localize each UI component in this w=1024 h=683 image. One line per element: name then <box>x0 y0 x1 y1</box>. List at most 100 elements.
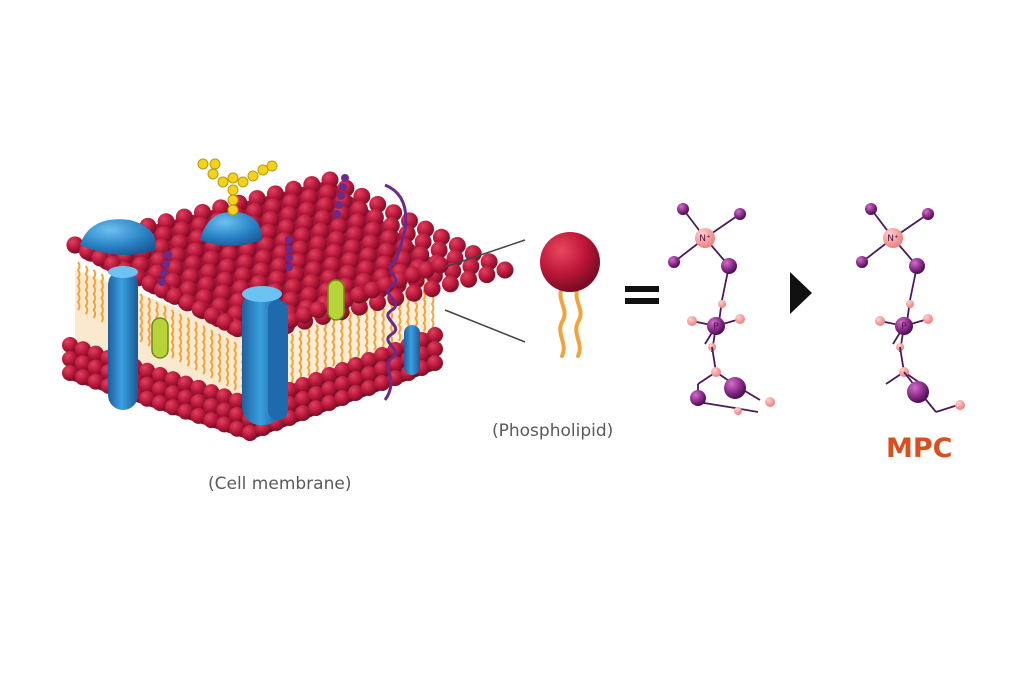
lipid-head <box>417 220 434 238</box>
lipid-head <box>310 235 327 253</box>
lipid-head <box>308 386 325 402</box>
lipid-head <box>448 237 466 254</box>
lipid-head <box>282 193 300 211</box>
lipid-head <box>301 189 318 206</box>
lipid-head <box>334 362 351 378</box>
purple-chain-3 <box>285 236 293 271</box>
oxygen-atom <box>718 300 726 308</box>
lipid-head <box>184 255 202 273</box>
lipid-head <box>179 294 196 312</box>
lipid-head <box>266 185 284 203</box>
lipid-head <box>203 384 220 401</box>
lipid-head <box>164 371 181 388</box>
lipid-head <box>387 289 405 307</box>
lipid-head <box>316 197 334 215</box>
lipid-head <box>380 229 398 247</box>
lipid-head <box>334 390 351 406</box>
cell-membrane-illustration <box>62 158 514 441</box>
lipid-head <box>221 246 239 263</box>
lipid-head <box>294 391 311 407</box>
lipid-head <box>332 205 350 223</box>
arrow-right-icon <box>790 272 812 314</box>
lipid-head <box>308 372 325 388</box>
lipid-head <box>462 258 480 275</box>
lipid-tail <box>364 304 369 355</box>
oxygen-atom <box>687 316 697 326</box>
purple-chain-1 <box>333 174 349 218</box>
lipid-head <box>344 239 362 257</box>
lipid-head <box>480 253 498 271</box>
methyl-atom <box>668 256 680 268</box>
lipid-tail <box>233 341 237 391</box>
lipid-head <box>190 407 207 424</box>
lipid-head <box>237 254 255 272</box>
lipid-head <box>175 208 193 226</box>
lipid-head <box>444 262 462 280</box>
lipid-head <box>234 267 252 284</box>
lipid-head <box>334 376 351 392</box>
lipid-head <box>155 226 173 244</box>
callout-line-bottom <box>444 309 526 343</box>
lipid-head <box>363 281 381 299</box>
lipid-head <box>66 236 84 254</box>
mpc-caption: MPC <box>886 433 953 464</box>
lipid-head <box>323 256 341 274</box>
lipid-head <box>212 199 230 217</box>
lipid-head <box>153 238 170 256</box>
lipid-tail <box>356 308 361 358</box>
methyl-atom <box>865 203 877 215</box>
lipid-head <box>321 395 338 411</box>
lipid-head <box>431 256 449 274</box>
lipid-head <box>328 231 346 248</box>
transmembrane-protein-right <box>404 325 420 375</box>
lipid-head <box>239 241 257 259</box>
lipid-tail <box>331 317 336 367</box>
lipid-head <box>194 204 211 221</box>
lipid-tail <box>139 293 144 343</box>
peripheral-protein-left <box>80 219 156 255</box>
lipid-head <box>216 402 233 419</box>
phospholipid-icon <box>540 232 600 358</box>
lipid-head <box>154 281 171 299</box>
oxygen-atom <box>906 300 914 308</box>
oxygen-atom <box>735 314 745 324</box>
lipid-head <box>347 357 364 373</box>
lipid-head <box>374 361 391 377</box>
lipid-head <box>198 276 216 294</box>
lipid-head <box>427 355 443 371</box>
lipid-head <box>62 351 78 367</box>
lipid-head <box>91 249 109 267</box>
lipid-head <box>360 352 377 368</box>
lipid-head <box>200 263 218 281</box>
carbon-atom <box>907 381 929 403</box>
lipid-head <box>464 245 482 263</box>
lipid-head <box>203 250 220 268</box>
lipid-head <box>139 362 156 379</box>
lipid-head <box>74 355 91 372</box>
lipid-head <box>351 200 368 218</box>
nitrogen-label: N⁺ <box>887 234 899 244</box>
lipid-head <box>417 261 435 279</box>
oxygen-atom <box>955 400 965 410</box>
lipid-head <box>360 380 377 396</box>
lipid-head <box>374 375 391 391</box>
lipid-head <box>229 320 246 338</box>
lipid-head <box>295 306 313 324</box>
lipid-head <box>177 375 194 392</box>
lipid-tail <box>225 337 230 387</box>
lipid-head <box>294 377 311 393</box>
lipid-head <box>427 341 443 357</box>
lipid-tail <box>92 269 97 319</box>
lipid-tail <box>323 320 327 370</box>
green-protein-right <box>327 279 345 321</box>
lipid-head <box>216 313 234 331</box>
lipid-head <box>357 260 375 278</box>
lipid-head <box>255 249 273 267</box>
lipid-tail <box>76 261 81 311</box>
lipid-head <box>280 206 298 224</box>
lipid-head <box>268 270 286 288</box>
phospholipid-caption: (Phospholipid) <box>492 421 614 441</box>
lipid-head <box>253 262 270 280</box>
lipid-head <box>74 369 91 386</box>
lipid-tail <box>84 265 89 315</box>
